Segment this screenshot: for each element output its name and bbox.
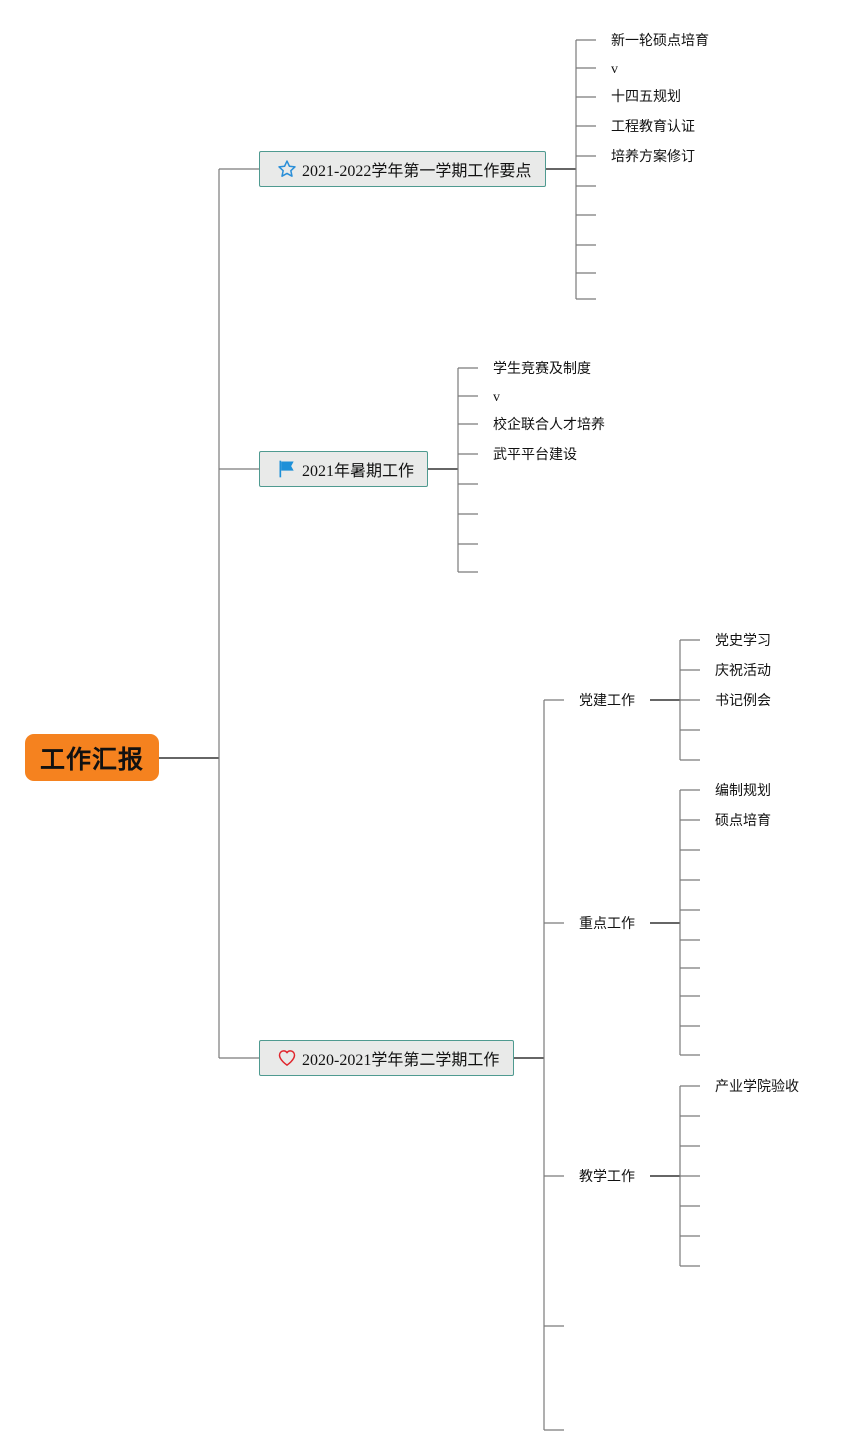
leaf-topic[interactable]: 产业学院验收: [715, 1079, 799, 1095]
branch-topic-2021-2022-term1[interactable]: 2021-2022学年第一学期工作要点: [259, 151, 546, 187]
leaf-topic[interactable]: 武平平台建设: [493, 447, 577, 463]
leaf-topic[interactable]: 编制规划: [715, 783, 771, 799]
leaf-topic[interactable]: 庆祝活动: [715, 663, 771, 679]
subtopic-party-building[interactable]: 党建工作: [579, 693, 635, 709]
subtopic-key-work[interactable]: 重点工作: [579, 916, 635, 932]
branch-label: 2021年暑期工作: [302, 463, 415, 480]
leaf-topic[interactable]: 硕点培育: [715, 813, 771, 829]
branch-topic-2020-2021-term2[interactable]: 2020-2021学年第二学期工作: [259, 1040, 514, 1076]
leaf-topic[interactable]: 书记例会: [715, 693, 771, 709]
subtopic-teaching-work[interactable]: 教学工作: [579, 1169, 635, 1185]
leaf-topic[interactable]: 校企联合人才培养: [493, 417, 605, 433]
leaf-topic[interactable]: 培养方案修订: [611, 149, 695, 165]
leaf-topic[interactable]: v: [493, 390, 500, 405]
flag-icon: [276, 458, 298, 480]
leaf-topic[interactable]: 学生竞赛及制度: [493, 361, 591, 377]
leaf-topic[interactable]: 党史学习: [715, 633, 771, 649]
star-icon: [276, 158, 298, 180]
branch-topic-2021-summer[interactable]: 2021年暑期工作: [259, 451, 428, 487]
branch-label: 2020-2021学年第二学期工作: [302, 1052, 500, 1069]
root-topic-work-report[interactable]: 工作汇报: [25, 734, 159, 781]
heart-icon: [276, 1047, 298, 1069]
leaf-topic[interactable]: 新一轮硕点培育: [611, 33, 709, 49]
branch-label: 2021-2022学年第一学期工作要点: [302, 163, 532, 180]
leaf-topic[interactable]: v: [611, 62, 618, 77]
leaf-topic[interactable]: 十四五规划: [611, 89, 681, 105]
leaf-topic[interactable]: 工程教育认证: [611, 119, 695, 135]
